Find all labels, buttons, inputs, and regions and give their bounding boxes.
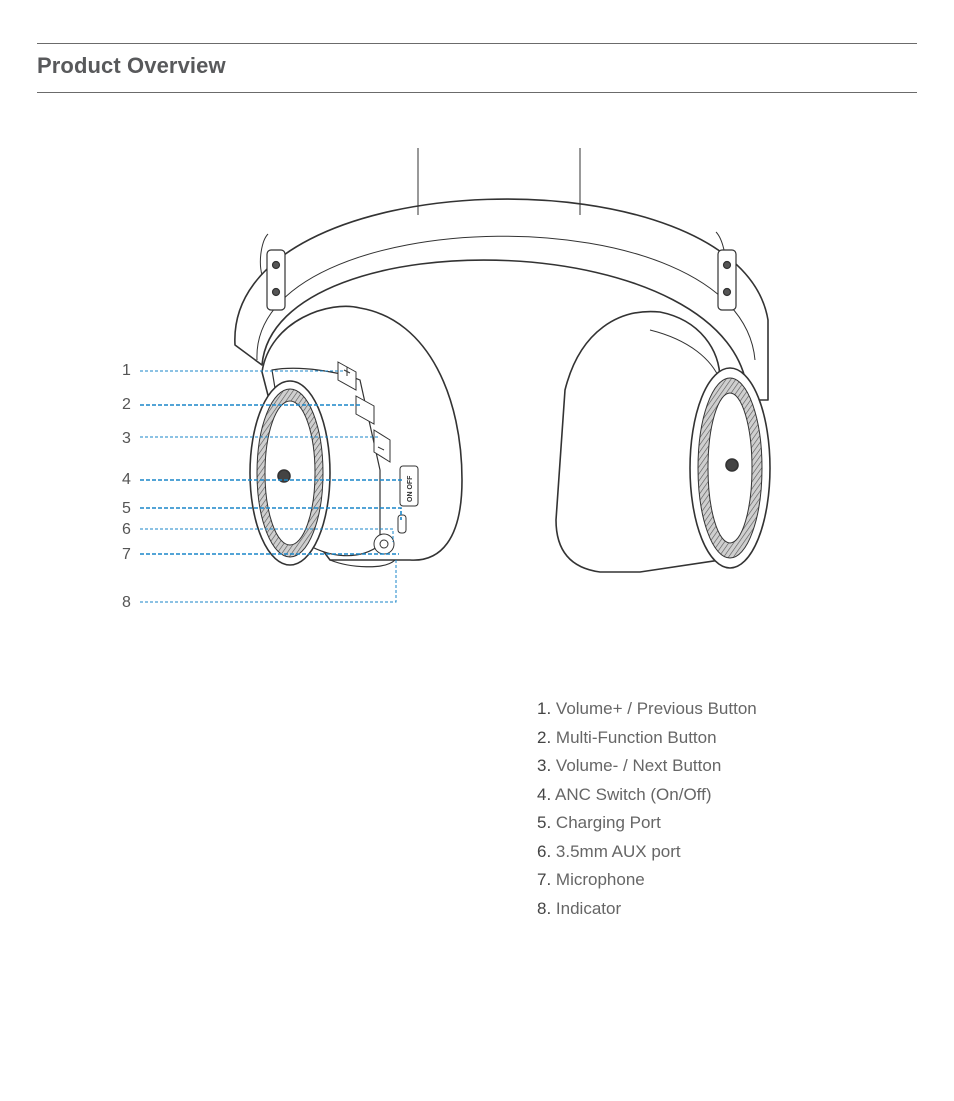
list-item: 1. Volume+ / Previous Button (537, 699, 757, 718)
callout-lines (140, 370, 404, 603)
hinge-left (266, 249, 286, 311)
callout-number-6: 6 (122, 521, 131, 538)
callout-number-2: 2 (122, 396, 131, 413)
right-earcup (555, 310, 771, 573)
callout-line-5 (140, 507, 402, 520)
callout-number-5: 5 (122, 500, 131, 517)
hinge-right (717, 249, 737, 311)
parts-list: 1. Volume+ / Previous Button 2. Multi-Fu… (537, 697, 757, 925)
header-top-rule (37, 43, 917, 44)
callout-number-1: 1 (122, 362, 131, 379)
callout-line-6 (140, 528, 394, 542)
list-item: 8. Indicator (537, 898, 622, 918)
callout-number-4: 4 (122, 471, 131, 488)
header-bottom-rule (37, 92, 917, 93)
callout-number-3: 3 (122, 430, 131, 447)
callout-numbers: 1 2 3 4 5 6 7 8 (122, 362, 131, 611)
callout-line-8 (140, 560, 397, 603)
list-item: 5. Charging Port (537, 813, 661, 832)
list-item: 4. ANC Switch (On/Off) (537, 784, 712, 804)
headphones-diagram: ON OFF 1 2 3 4 5 6 7 8 (122, 148, 771, 611)
list-item: 6. 3.5mm AUX port (537, 841, 681, 861)
list-item: 3. Volume- / Next Button (537, 756, 722, 775)
callout-number-7: 7 (122, 546, 131, 563)
page-title: Product Overview (37, 53, 226, 78)
left-earcup: ON OFF (249, 305, 463, 568)
callout-number-8: 8 (122, 594, 131, 611)
list-item: 7. Microphone (537, 870, 645, 889)
list-item: 2. Multi-Function Button (537, 727, 717, 747)
on-off-mark: ON OFF (407, 475, 414, 502)
